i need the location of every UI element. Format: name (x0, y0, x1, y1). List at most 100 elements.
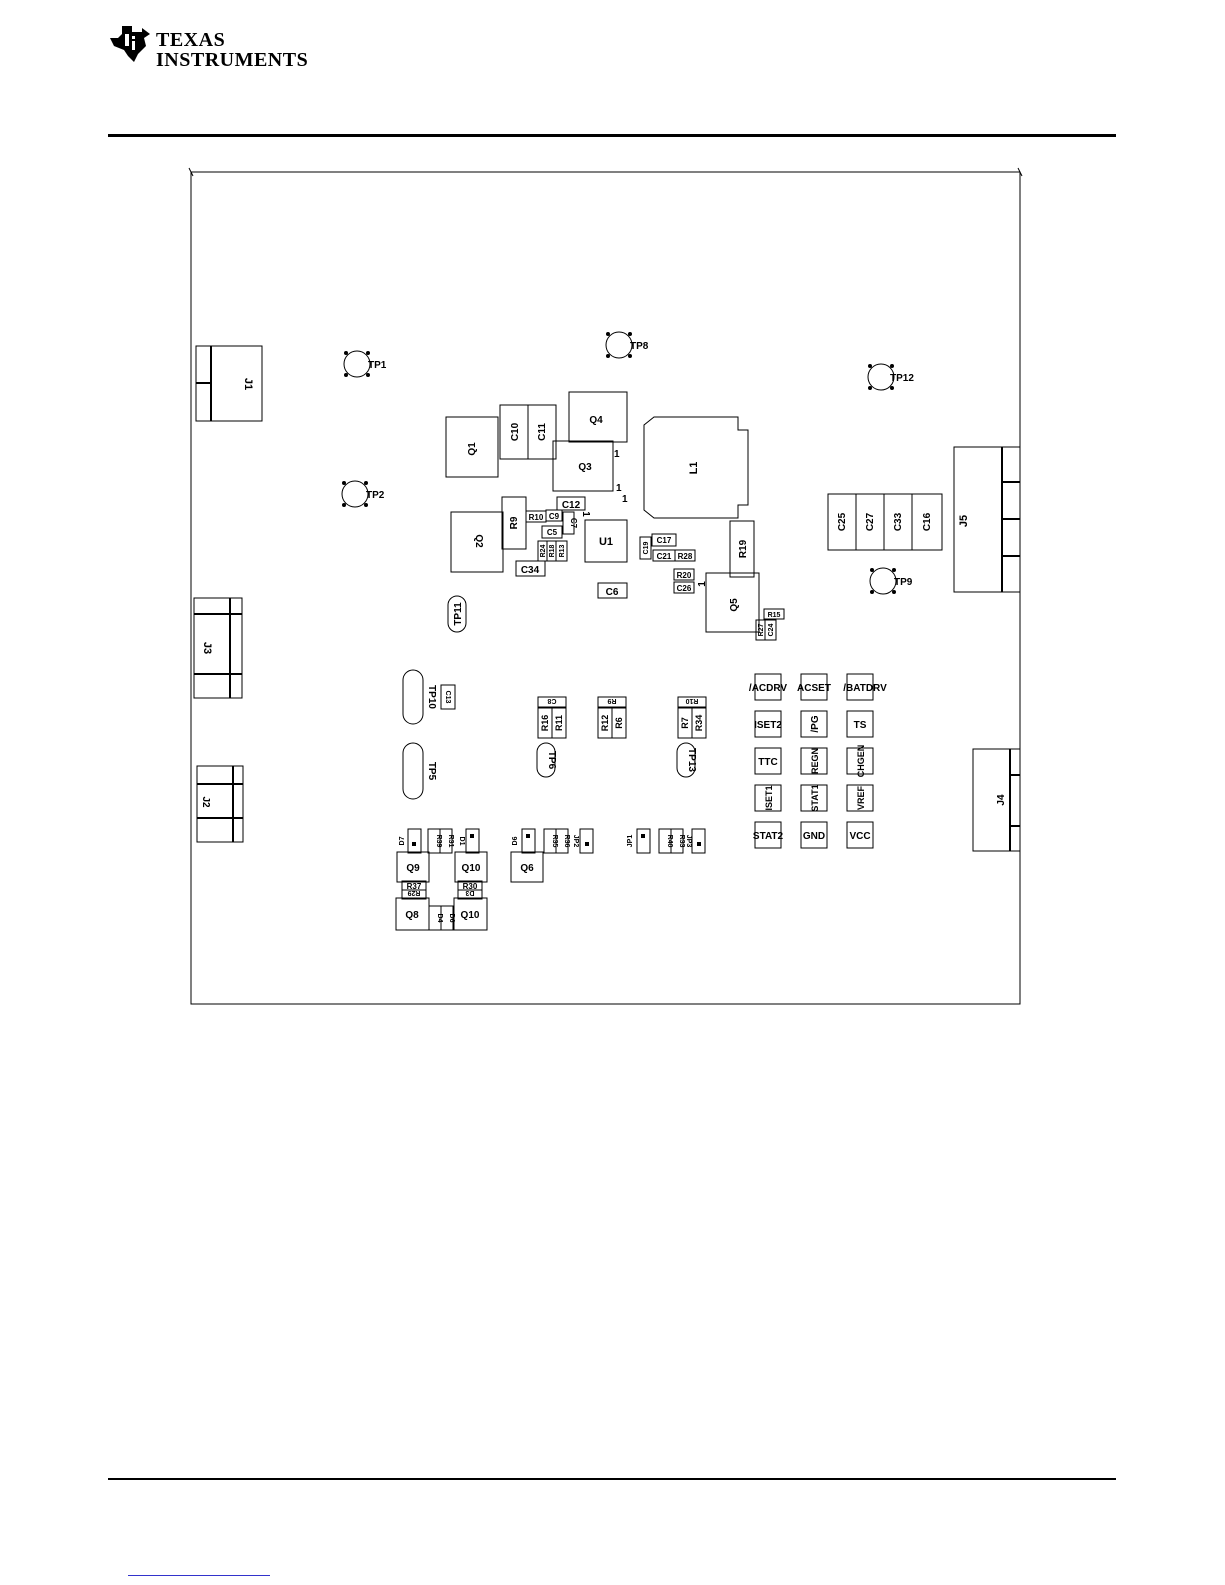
component-r9: R9 (501, 496, 527, 550)
component-d3: D6 (512, 828, 536, 854)
svg-text:TP5: TP5 (426, 762, 437, 781)
svg-text:TS: TS (854, 720, 867, 731)
svg-text:R10: R10 (685, 697, 698, 704)
component-c11: C11 (527, 404, 557, 460)
jumper-jp4: TP11 (447, 595, 467, 633)
svg-text:JP2: JP2 (572, 835, 579, 848)
component-d1: JP3 (685, 828, 706, 854)
testpoint-tp12: TP12 (867, 363, 914, 391)
component-q3: Q3 (552, 440, 614, 492)
component-r18: R19 (729, 520, 755, 578)
component-c27: C16 (911, 493, 943, 551)
j2-label: J2 (200, 796, 211, 808)
component-r27: R15 (763, 608, 785, 620)
svg-text:R27: R27 (758, 623, 765, 636)
tp2-label: TP2 (366, 490, 385, 501)
component-r35: R36 (555, 828, 570, 854)
component-c9: C9 (545, 509, 563, 522)
svg-text:D3: D3 (465, 889, 474, 896)
header-rule (108, 134, 1116, 137)
brand-line-1: TEXAS (156, 29, 226, 51)
component-c6: C6 (597, 582, 628, 599)
svg-text:R20: R20 (677, 571, 692, 580)
ti-wordmark: TEXAS INSTRUMENTS (156, 30, 308, 70)
component-r40: R33 (670, 828, 685, 854)
signal-pad-batdrv: /BATDRV (843, 673, 887, 701)
testpoint-tp2: TP2 (341, 480, 385, 508)
component-q1: Q1 (445, 416, 499, 478)
svg-text:C19: C19 (643, 541, 650, 554)
svg-text:D4: D4 (436, 914, 443, 923)
component-r11: R12 (597, 707, 613, 739)
component-c7: C7 (562, 511, 578, 535)
svg-text:C6: C6 (606, 587, 619, 598)
component-q10: Q10 (453, 897, 488, 931)
component-q2: Q2 (450, 511, 504, 573)
signal-pad-iset1: ISET1 (754, 784, 782, 812)
svg-text:R9: R9 (607, 697, 616, 704)
signal-pad-vcc: VCC (846, 821, 874, 849)
svg-text:GND: GND (803, 831, 825, 842)
component-c23: C25 (827, 493, 857, 551)
component-q8: Q9 (396, 851, 430, 883)
signal-pad-pg: /PG (800, 710, 828, 738)
svg-text:C9: C9 (549, 512, 560, 521)
svg-text:Q2: Q2 (473, 534, 484, 548)
component-r10: R10 (525, 510, 547, 523)
svg-text:C8: C8 (547, 697, 556, 704)
svg-text:R19: R19 (738, 539, 749, 558)
tp4-label: 1 (622, 494, 628, 505)
tp5-label: 1 (616, 483, 622, 494)
svg-text:C5: C5 (547, 528, 558, 537)
component-l1: L1 (643, 416, 749, 519)
component-r30: D6 (440, 905, 455, 931)
svg-text:VREF: VREF (856, 786, 866, 811)
svg-text:VCC: VCC (849, 831, 870, 842)
component-q6: Q6 (510, 851, 544, 883)
svg-text:ISET1: ISET1 (764, 785, 774, 810)
svg-text:C16: C16 (922, 512, 933, 531)
svg-text:TP10: TP10 (426, 685, 437, 709)
component-c21: C21 (652, 549, 676, 562)
signal-pad-vref: VREF (846, 784, 874, 812)
svg-text:/PG: /PG (810, 715, 821, 732)
svg-text:R31: R31 (447, 835, 454, 848)
connector-j1: J1 (195, 345, 263, 422)
footer-link-underline[interactable] (128, 1575, 270, 1576)
component-c17: C17 (651, 533, 677, 547)
component-q7: Q8 (395, 897, 430, 931)
svg-text:R16: R16 (540, 715, 550, 732)
component-c16: C8 (537, 696, 567, 708)
component-r15: R16 (537, 707, 553, 739)
svg-text:R40: R40 (666, 835, 673, 848)
svg-text:/ACDRV: /ACDRV (749, 683, 787, 694)
svg-text:C33: C33 (893, 512, 904, 531)
signal-pad-chgen: CHGEN (846, 745, 874, 777)
ti-logo: TEXAS INSTRUMENTS (108, 24, 308, 70)
svg-text:Q10: Q10 (461, 910, 480, 921)
component-c5: C5 (541, 525, 563, 539)
svg-text:R29: R29 (407, 889, 420, 896)
component-c10: C10 (499, 404, 529, 460)
svg-text:R30: R30 (463, 882, 478, 891)
svg-text:C11: C11 (537, 423, 548, 441)
svg-text:D6: D6 (512, 836, 519, 845)
svg-text:R28: R28 (678, 552, 693, 561)
svg-text:Q1: Q1 (467, 442, 478, 456)
svg-text:JP3: JP3 (685, 835, 692, 848)
component-c34: C34 (515, 560, 546, 577)
svg-text:C7: C7 (569, 518, 578, 529)
svg-text:C21: C21 (657, 552, 672, 561)
svg-text:D6: D6 (448, 914, 455, 923)
svg-text:R15: R15 (768, 612, 781, 619)
svg-text:STAT2: STAT2 (753, 831, 784, 842)
svg-text:C24: C24 (768, 623, 775, 636)
svg-text:R7: R7 (680, 717, 690, 729)
svg-text:REGN: REGN (810, 748, 820, 774)
component-c24: C24 (764, 619, 777, 641)
component-r32: R29 (401, 889, 427, 900)
component-d6: D1 (458, 828, 480, 854)
svg-text:Q10: Q10 (462, 863, 481, 874)
svg-text:R11: R11 (554, 715, 564, 731)
svg-text:TP11: TP11 (453, 602, 464, 626)
